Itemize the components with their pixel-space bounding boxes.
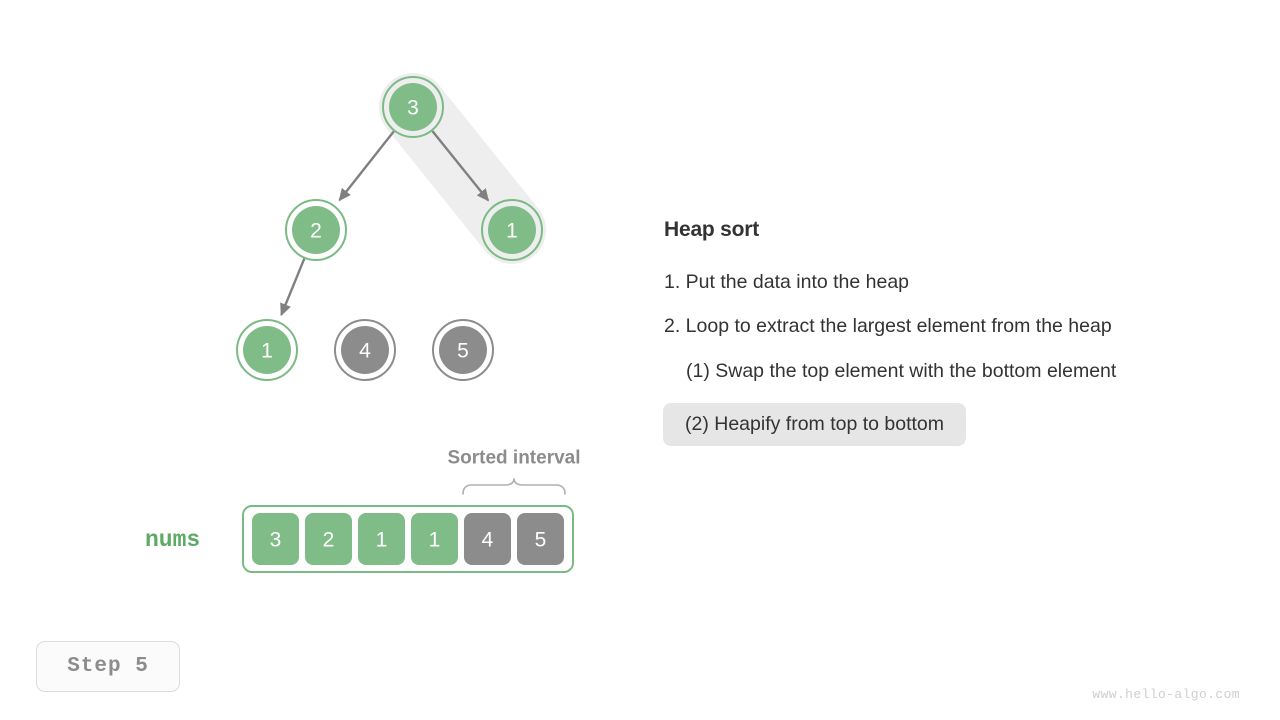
array-diagram: nums Sorted interval 3 2 1 1 4 5 <box>145 448 581 573</box>
array-cell-box <box>517 513 564 565</box>
step-item-3: (1) Swap the top element with the bottom… <box>686 359 1117 382</box>
tree-nodes: 3 2 1 1 4 5 <box>236 76 543 381</box>
tree-edge <box>338 130 395 202</box>
tree-node-circle <box>243 326 291 374</box>
explanation-panel: Heap sort 1. Put the data into the heap 2… <box>663 218 1244 447</box>
tree-edge <box>280 258 306 317</box>
tree-node-label: 2 <box>310 220 322 243</box>
tree-node-label: 3 <box>407 97 419 120</box>
array-cell: 5 <box>517 513 564 565</box>
array-cell: 3 <box>252 513 299 565</box>
tree-node-label: 1 <box>261 340 273 363</box>
tree-node: 2 <box>285 199 347 261</box>
array-cell-box <box>252 513 299 565</box>
tree-node-ring <box>432 319 494 381</box>
array-cells: 3 2 1 1 4 5 <box>242 505 574 573</box>
steps-list: 1. Put the data into the heap 2. Loop to … <box>663 270 1244 447</box>
step-item-4: (2) Heapify from top to bottom <box>663 403 967 447</box>
tree-node-circle <box>488 206 536 254</box>
tree-node: 4 <box>334 319 396 381</box>
tree-node: 1 <box>236 319 298 381</box>
array-container-outline <box>242 505 574 573</box>
heap-tree-diagram: 3 2 1 1 4 5 <box>236 73 547 381</box>
array-cell: 1 <box>358 513 405 565</box>
array-cell-value: 1 <box>429 529 441 552</box>
sorted-interval-label: Sorted interval <box>447 448 580 469</box>
tree-node-circle <box>389 83 437 131</box>
array-cell-box <box>464 513 511 565</box>
step-badge-label: Step 5 <box>67 655 149 678</box>
tree-node-ring <box>481 199 543 261</box>
tree-node-circle <box>341 326 389 374</box>
array-cell-value: 5 <box>535 529 547 552</box>
sorted-interval-brace <box>462 478 566 495</box>
tree-edge <box>431 130 490 202</box>
array-cell: 2 <box>305 513 352 565</box>
array-cell-box <box>411 513 458 565</box>
array-cell-value: 2 <box>323 529 335 552</box>
tree-node-ring <box>236 319 298 381</box>
array-cell-value: 1 <box>376 529 388 552</box>
watermark: www.hello-algo.com <box>1092 687 1240 702</box>
array-cell-value: 4 <box>482 529 494 552</box>
step-badge: Step 5 <box>36 641 180 692</box>
step-item-2: 2. Loop to extract the largest element f… <box>664 315 1112 338</box>
step-item-1: 1. Put the data into the heap <box>664 271 910 293</box>
tree-node-ring <box>285 199 347 261</box>
tree-edges <box>280 130 490 317</box>
tree-node-ring <box>382 76 444 138</box>
array-name-label: nums <box>145 527 200 553</box>
panel-title: Heap sort <box>664 218 760 241</box>
tree-node: 3 <box>382 76 444 138</box>
tree-node-label: 1 <box>506 220 518 243</box>
array-cell-value: 3 <box>270 529 282 552</box>
tree-node-ring <box>334 319 396 381</box>
array-cell-box <box>305 513 352 565</box>
tree-node-label: 4 <box>359 340 371 363</box>
tree-node-label: 5 <box>457 340 469 363</box>
tree-node-circle <box>439 326 487 374</box>
sorted-interval-annotation: Sorted interval <box>447 448 581 495</box>
tree-node-circle <box>292 206 340 254</box>
array-cell-box <box>358 513 405 565</box>
array-cell: 4 <box>464 513 511 565</box>
tree-node: 5 <box>432 319 494 381</box>
array-cell: 1 <box>411 513 458 565</box>
tree-node: 1 <box>481 199 543 261</box>
